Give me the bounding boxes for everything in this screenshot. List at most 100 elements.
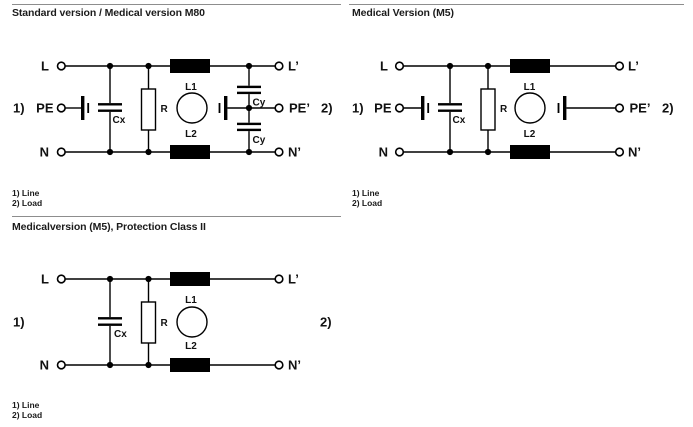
label-pe-out: PE’ (630, 101, 651, 116)
capacitor-cy-top-plate (237, 85, 261, 89)
capacitor-cy-bottom-plate (237, 128, 261, 132)
terminal-pe-out-icon (274, 103, 284, 113)
pe-chassis-bar-right-icon (563, 96, 567, 120)
pe-chassis-bar-right-icon (224, 96, 228, 120)
circuit-standard-m80: L PE N 1) L’ PE’ 2) N’ Cx R L1 L2 Cy Cy (13, 59, 333, 160)
label-r: R (500, 104, 508, 115)
junction-dot (484, 148, 492, 156)
label-cx: Cx (453, 115, 466, 126)
junction-dot (106, 62, 114, 70)
label-l1: L1 (185, 82, 197, 93)
pe-chassis-tick-left-icon (87, 103, 90, 113)
terminal-l-out-icon (614, 61, 625, 71)
label-l-out: L’ (288, 59, 299, 74)
junction-dot (145, 361, 152, 369)
label-n-out: N’ (628, 145, 641, 160)
label-l-out: L’ (288, 272, 299, 287)
rule-top-right (349, 4, 684, 6)
choke-core-icon (514, 92, 546, 124)
note-line-medical: 1) Line (352, 188, 380, 198)
terminal-pe-in-icon (394, 103, 405, 113)
capacitor-cx-plate (98, 317, 122, 320)
junction-dot (245, 148, 253, 156)
label-cy-top: Cy (253, 98, 266, 109)
pe-chassis-tick-right-icon (557, 103, 560, 113)
note-load-class2: 2) Load (12, 410, 43, 420)
choke-core-icon (176, 92, 208, 124)
label-n-in: N (379, 145, 388, 160)
junction-dot (484, 62, 492, 70)
rule-mid-left (12, 215, 341, 217)
pe-chassis-tick-left-icon (427, 103, 430, 113)
label-l1: L1 (185, 295, 197, 306)
terminal-n-out-icon (274, 147, 284, 157)
inductor-l2 (510, 145, 550, 159)
junction-dot (106, 361, 114, 369)
label-ref-load: 2) (320, 315, 332, 330)
note-load-standard: 2) Load (12, 198, 43, 208)
panel-title-medical: Medical Version (M5) (352, 7, 454, 19)
terminal-pe-in-icon (56, 103, 66, 113)
capacitor-cx-plate (98, 103, 122, 106)
label-cx: Cx (113, 115, 126, 126)
label-l2: L2 (185, 129, 197, 140)
terminal-n-out-icon (274, 360, 284, 370)
label-l-in: L (41, 272, 49, 287)
junction-dot (446, 148, 454, 156)
label-pe-out: PE’ (289, 101, 310, 116)
junction-dot (106, 148, 114, 156)
resistor-r (140, 301, 157, 344)
label-n-in: N (40, 145, 49, 160)
label-n-in: N (40, 358, 49, 373)
terminal-n-in-icon (56, 147, 66, 157)
terminal-l-in-icon (394, 61, 405, 71)
terminal-pe-out-icon (614, 103, 625, 113)
terminal-l-out-icon (274, 61, 284, 71)
junction-dot (245, 104, 253, 112)
capacitor-cy-bottom-plate (237, 122, 261, 126)
label-pe-in: PE (36, 101, 54, 116)
label-l-out: L’ (628, 59, 639, 74)
label-l-in: L (380, 59, 388, 74)
junction-dot (245, 62, 253, 70)
label-ref-line: 1) (352, 101, 364, 116)
inductor-l2 (170, 145, 210, 159)
inductor-l1 (170, 59, 210, 73)
terminal-n-out-icon (614, 147, 625, 157)
note-load-medical: 2) Load (352, 198, 383, 208)
label-l2: L2 (524, 129, 536, 140)
label-r: R (161, 318, 169, 329)
label-l2: L2 (185, 341, 197, 352)
capacitor-cx-plate (438, 109, 462, 112)
junction-dot (446, 62, 454, 70)
label-n-out: N’ (288, 358, 301, 373)
circuit-medical-m5: L PE N 1) L’ PE’ 2) N’ Cx R L1 L2 (352, 59, 674, 160)
terminal-l-in-icon (56, 274, 66, 284)
label-ref-load: 2) (321, 101, 333, 116)
note-line-standard: 1) Line (12, 188, 40, 198)
label-cx: Cx (114, 329, 127, 340)
label-l-in: L (41, 59, 49, 74)
label-cy-bottom: Cy (253, 135, 266, 146)
terminal-n-in-icon (56, 360, 66, 370)
terminal-n-in-icon (394, 147, 405, 157)
capacitor-cx-plate (98, 323, 122, 326)
panel-title-standard: Standard version / Medical version M80 (12, 7, 205, 19)
pe-chassis-tick-right-icon (218, 103, 221, 113)
label-n-out: N’ (288, 145, 301, 160)
junction-dot (145, 275, 152, 283)
capacitor-cy-top-plate (237, 91, 261, 95)
pe-chassis-bar-left-icon (421, 96, 425, 120)
inductor-l2 (170, 358, 210, 372)
terminal-l-out-icon (274, 274, 284, 284)
resistor-r (480, 88, 496, 131)
label-ref-load: 2) (662, 101, 674, 116)
panel-title-class2: Medicalversion (M5), Protection Class II (12, 221, 206, 233)
capacitor-cx-plate (438, 103, 462, 106)
inductor-l1 (510, 59, 550, 73)
capacitor-cx-plate (98, 109, 122, 112)
resistor-r (140, 88, 157, 131)
label-l1: L1 (524, 82, 536, 93)
